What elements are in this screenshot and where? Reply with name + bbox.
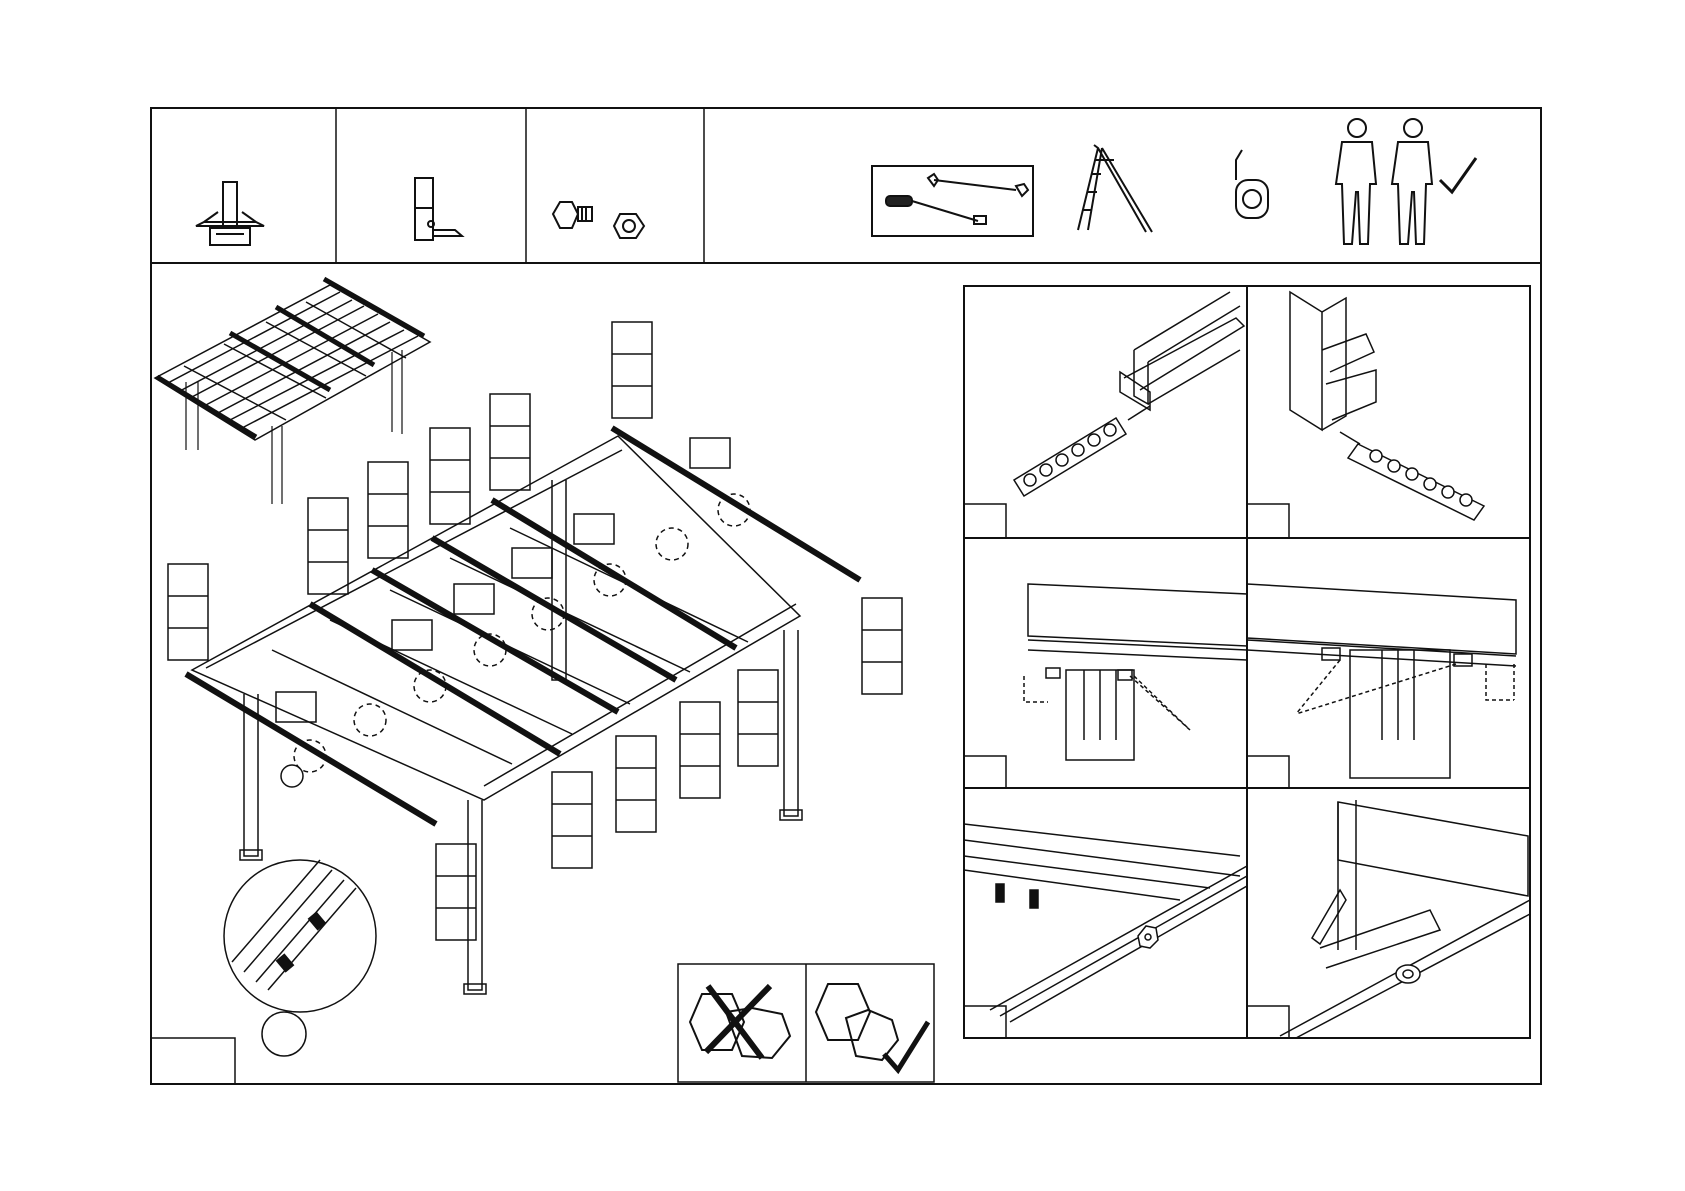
bolt-and-nut-icon xyxy=(553,202,644,238)
side-connector-profile-icon xyxy=(415,178,462,240)
callout-marker xyxy=(281,765,303,787)
wrench-and-screwdriver-icon xyxy=(872,166,1033,236)
rail-cross-section-detail-2 xyxy=(1247,584,1516,778)
corner-connector-nut-detail xyxy=(1280,800,1530,1038)
rail-cross-section-detail xyxy=(1024,584,1247,760)
pergola-main xyxy=(186,428,860,994)
magnified-rail-detail xyxy=(224,860,376,1056)
two-person-assembly-icon xyxy=(1336,119,1432,244)
t-connector-profile-icon xyxy=(196,182,264,245)
side-connector-bolts-detail xyxy=(1290,292,1484,520)
checkmark-icon xyxy=(1440,158,1476,192)
outer-frame xyxy=(151,108,1541,1084)
t-connector-bolts-detail xyxy=(1014,292,1244,496)
nut-wrong-icon xyxy=(690,986,790,1058)
pergola-assembly-overview xyxy=(155,279,430,504)
nut-right-icon xyxy=(816,984,928,1070)
tape-measure-icon xyxy=(1236,150,1268,218)
step-number-box xyxy=(151,1038,235,1084)
stepladder-icon xyxy=(1078,145,1152,232)
rail-nut-detail xyxy=(964,824,1247,1022)
